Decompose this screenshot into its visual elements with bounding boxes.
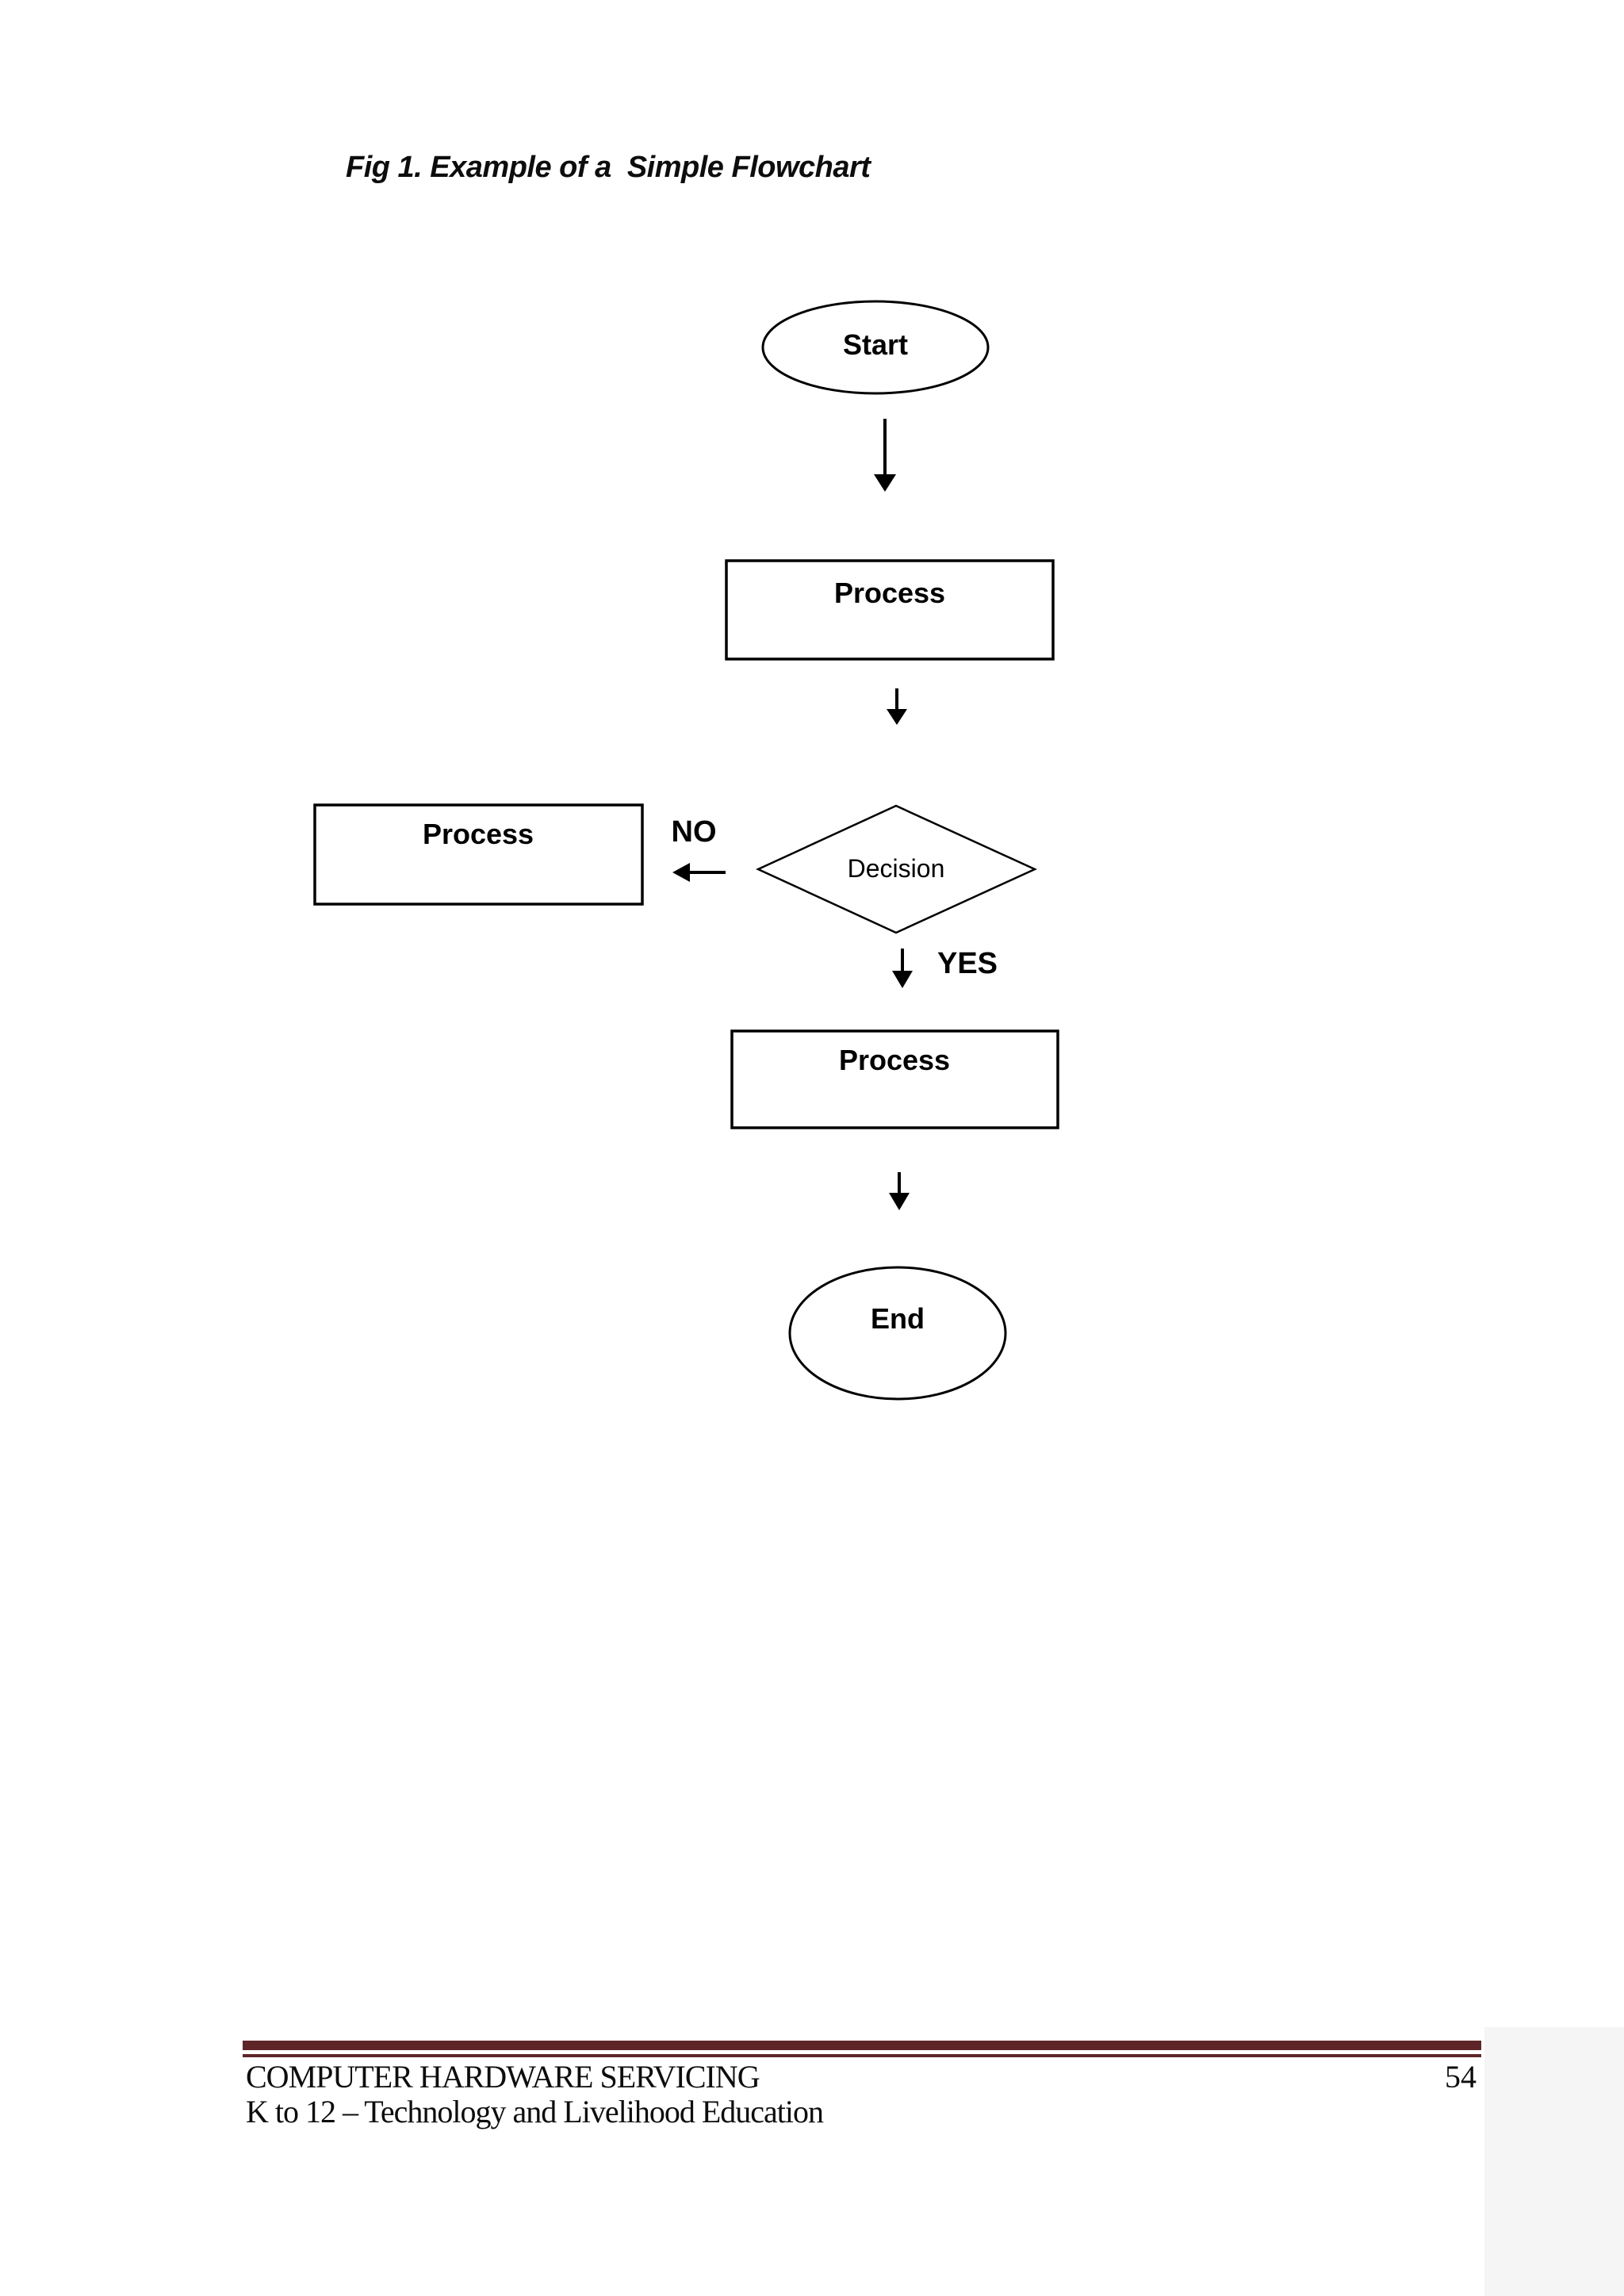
- process-top-label: Process: [834, 577, 945, 609]
- arrow-start-to-process-head: [874, 474, 896, 492]
- figure-caption: Fig 1. Example of a Simple Flowchart: [346, 151, 871, 184]
- start-label: Start: [843, 328, 908, 361]
- end-label: End: [871, 1302, 925, 1335]
- decision-label: Decision: [848, 854, 945, 883]
- arrow-process-to-end-head: [889, 1193, 910, 1210]
- process-no-shape: [313, 803, 644, 906]
- footer-text-block: COMPUTER HARDWARE SERVICING K to 12 – Te…: [246, 2059, 824, 2129]
- process-yes-shape: [730, 1029, 1059, 1129]
- no-branch-label: NO: [672, 815, 717, 849]
- process-top-shape: [725, 559, 1055, 661]
- decision-diamond-shape: [756, 804, 1038, 934]
- footer-rule-thin: [243, 2054, 1481, 2057]
- arrow-process-to-decision-head: [887, 709, 907, 725]
- arrow-no-branch-head: [672, 863, 690, 882]
- footer-page-number: 54: [1445, 2059, 1477, 2095]
- page-edge-strip: [1484, 2027, 1624, 2296]
- start-terminator-shape: [761, 300, 990, 395]
- process-no-label: Process: [423, 818, 534, 850]
- process-yes-label: Process: [839, 1044, 950, 1076]
- end-terminator-shape: [788, 1266, 1007, 1401]
- footer-course-title: COMPUTER HARDWARE SERVICING: [246, 2059, 760, 2095]
- yes-branch-label: YES: [937, 947, 998, 980]
- arrow-yes-branch-head: [892, 971, 913, 988]
- footer-subtitle: K to 12 – Technology and Livelihood Educ…: [246, 2094, 824, 2129]
- footer-rule-thick: [243, 2041, 1481, 2050]
